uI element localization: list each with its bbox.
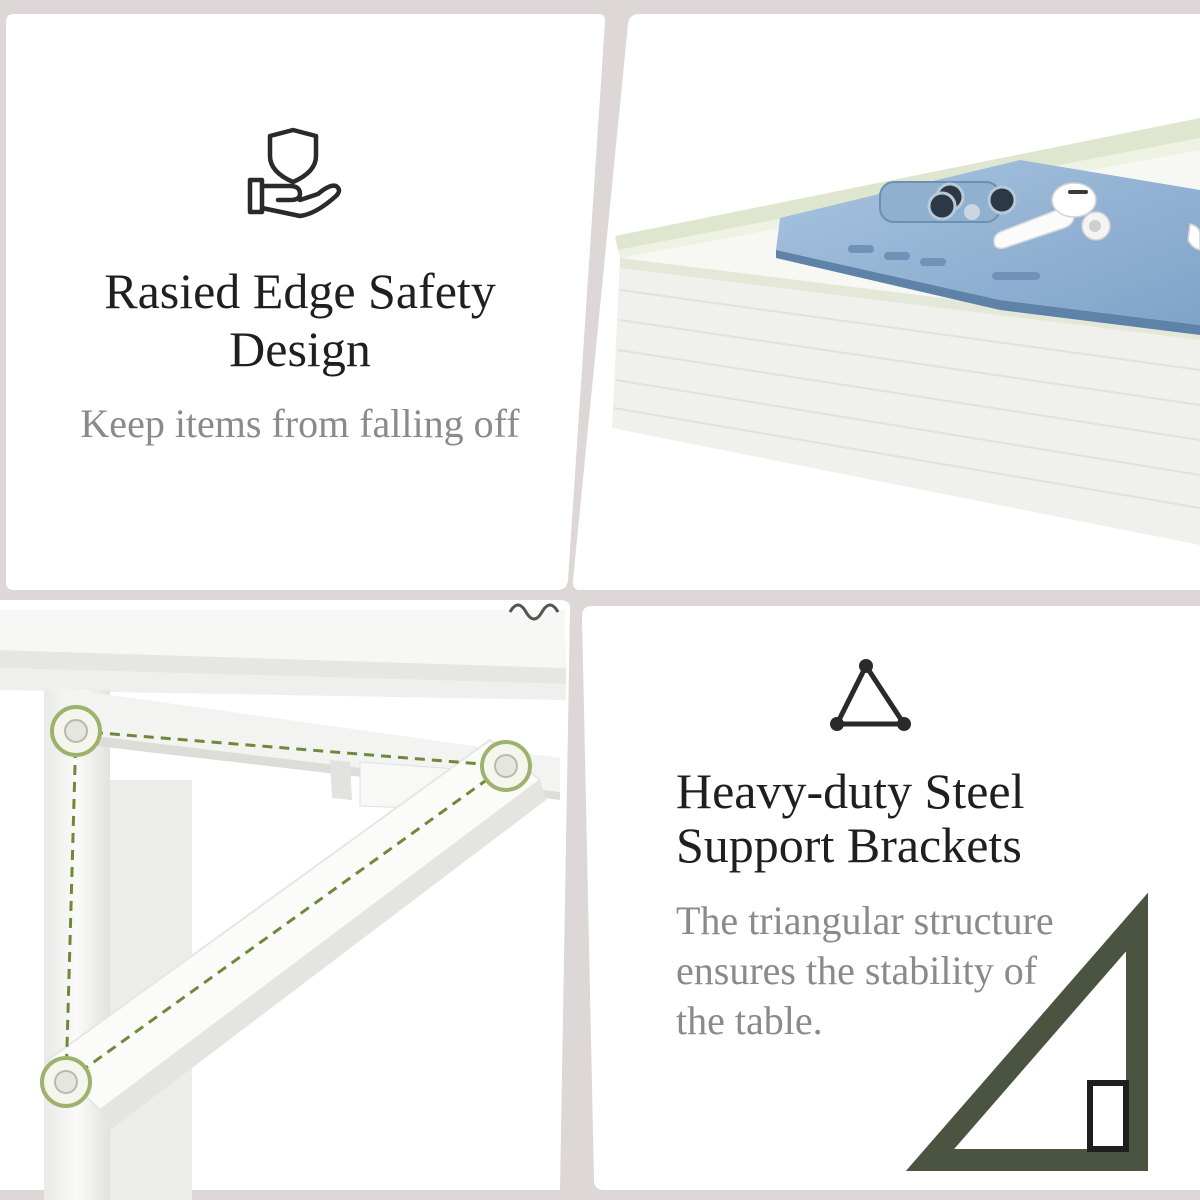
- panel-top-right: [572, 14, 1200, 590]
- triangle-nodes-icon: [830, 659, 911, 731]
- title-safety-line1: Rasied Edge Safety: [104, 263, 496, 319]
- subtitle-brackets-line1: The triangular structure: [676, 898, 1054, 943]
- title-safety-line2: Design: [229, 321, 371, 377]
- title-brackets-line1: Heavy-duty Steel: [676, 763, 1025, 819]
- top-left-text: Rasied Edge Safety Design Keep items fro…: [30, 262, 570, 448]
- bolt-top-left: [50, 705, 102, 757]
- bolt-bottom: [40, 1056, 92, 1108]
- shield-hand-icon: [247, 127, 342, 219]
- panel-top-left: [6, 14, 606, 590]
- right-triangle-icon: [905, 892, 1148, 1171]
- bolt-top-right: [480, 740, 532, 792]
- subtitle-safety: Keep items from falling off: [80, 401, 520, 446]
- title-brackets-line2: Support Brackets: [676, 817, 1022, 873]
- panel-bottom-right: [582, 606, 1200, 1190]
- bottom-right-text: Heavy-duty Steel Support Brackets The tr…: [676, 764, 1176, 1046]
- subtitle-brackets-line3: the table.: [676, 998, 823, 1043]
- earbuds-image: [993, 182, 1200, 251]
- panel-bottom-left: [0, 600, 571, 1200]
- subtitle-brackets-line2: ensures the stability of: [676, 948, 1038, 993]
